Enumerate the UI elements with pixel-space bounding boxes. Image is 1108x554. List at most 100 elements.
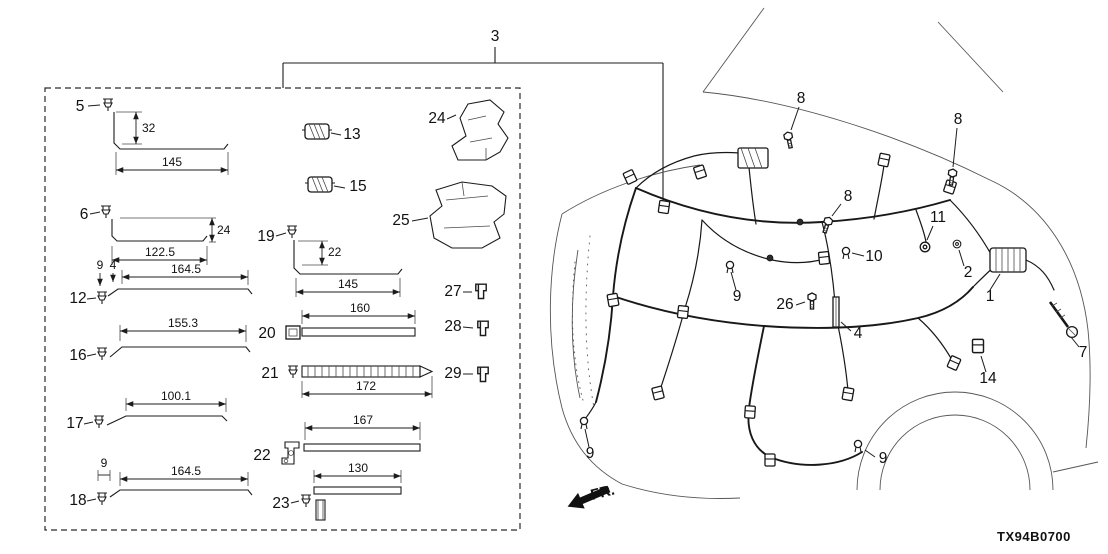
clip-fastener-icon [100, 205, 112, 219]
callout-2: 2 [958, 249, 972, 281]
part-6-dim-vertical: 24 [217, 223, 231, 237]
callout-11: 11 [926, 209, 946, 241]
part-16-strap [109, 346, 251, 358]
part-5-dim-vertical: 32 [142, 121, 156, 135]
part-16-group: 16 155.3 [69, 316, 251, 364]
callout-9c: 9 [864, 449, 887, 467]
clip-fastener-icon [96, 291, 108, 305]
part-12-dim-horizontal: 164.5 [171, 262, 201, 276]
callout-label: 9 [733, 288, 742, 305]
part-23-sleeve [313, 486, 402, 495]
part-16-dim-horizontal: 155.3 [168, 316, 198, 330]
callout-label: 4 [854, 325, 863, 342]
callout-26: 26 [776, 296, 806, 313]
part-22-group: 22 167 [253, 413, 421, 465]
harness-cover-icon [451, 99, 509, 161]
connector [971, 338, 985, 354]
clip-fastener-icon [300, 494, 312, 508]
mini-clip-icon [477, 366, 489, 383]
part-12-dim-offset-b: 4 [110, 258, 117, 272]
connector [606, 292, 620, 308]
inset-dashed-border [44, 87, 521, 531]
part-5-dim-horizontal: 145 [162, 155, 182, 169]
part-5-group: 5 32 145 [76, 98, 229, 175]
part-18-label: 18 [69, 492, 86, 509]
part-6-group: 6 24 122.5 [80, 205, 231, 265]
connector [817, 250, 831, 266]
fr-arrow-icon [567, 485, 611, 509]
part-17-dim-horizontal: 100.1 [161, 389, 191, 403]
diagram-code: TX94B0700 [997, 529, 1071, 544]
harness-clamp-icon [853, 439, 863, 453]
part-12-strap [107, 288, 253, 297]
part-15-group: 15 [304, 176, 367, 195]
part-12-dim-offset-a: 9 [97, 258, 104, 272]
part-19-label: 19 [257, 228, 274, 245]
callout-label: 8 [797, 90, 806, 107]
callout-1: 1 [986, 273, 1001, 305]
connector [877, 152, 891, 168]
clip-fastener-icon [96, 347, 108, 361]
inset-panel: 5 32 145 6 24 122.5 [44, 87, 521, 531]
connector [676, 304, 690, 320]
callout-label: 26 [776, 296, 793, 313]
callout-3-leader [282, 47, 664, 203]
connector-clip-icon [304, 176, 336, 193]
car-outline [549, 7, 1099, 499]
part-17-group: 17 100.1 [66, 389, 228, 432]
connector [692, 164, 708, 180]
part-18-dim-horizontal: 164.5 [171, 464, 201, 478]
part-17-label: 17 [66, 415, 83, 432]
part-23-dim-horizontal: 130 [348, 461, 368, 475]
callout-label: 8 [844, 188, 853, 205]
mini-clip-icon [475, 283, 487, 300]
part-28-group: 28 [444, 318, 489, 337]
mini-clip-icon [477, 320, 489, 337]
part-24-group: 24 [428, 99, 509, 161]
connector-clip-icon [301, 123, 333, 140]
part-28-label: 28 [444, 318, 461, 335]
main-callout-3: 3 [282, 28, 664, 203]
part-23-label: 23 [272, 495, 289, 512]
clip-fastener-icon [287, 365, 299, 379]
part-6-dim-horizontal: 122.5 [145, 245, 175, 259]
callout-label: 1 [986, 288, 995, 305]
part-5-label: 5 [76, 98, 85, 115]
callout-8c: 8 [831, 188, 853, 217]
part-20-label: 20 [258, 325, 276, 342]
part-12-group: 12 9 4 164.5 [69, 258, 253, 307]
part-19-group: 19 22 145 [257, 225, 403, 297]
part-16-label: 16 [69, 347, 86, 364]
part-18-dim-offset-a: 9 [101, 456, 108, 470]
part-23-group: 23 130 [272, 461, 402, 521]
callout-9a: 9 [730, 271, 742, 305]
connector [657, 199, 671, 215]
ring-terminal-icon [952, 239, 962, 249]
part-15-label: 15 [349, 178, 366, 195]
part-21-group: 21 172 [261, 365, 434, 398]
connector-icon [285, 325, 301, 340]
callout-label: 11 [930, 209, 946, 226]
part-5-strap [113, 112, 229, 150]
connector [841, 386, 855, 402]
part-22-dim-horizontal: 167 [353, 413, 373, 427]
part-22-label: 22 [253, 447, 270, 464]
part-23-pin [315, 499, 326, 521]
part-20-dim-horizontal: 160 [350, 301, 370, 315]
part-19-dim-horizontal: 145 [338, 277, 358, 291]
part-24-label: 24 [428, 110, 446, 127]
fr-label: FR. [589, 482, 617, 504]
front-bumper [549, 213, 623, 485]
part-18-group: 18 9 164.5 [69, 456, 253, 509]
part-19-strap [293, 240, 403, 275]
part-6-strap [111, 219, 208, 242]
callout-label: 7 [1079, 344, 1088, 361]
callout-label: 10 [865, 248, 883, 265]
clip-fastener-icon [93, 415, 105, 429]
clip-fastener-icon [286, 225, 298, 239]
bracket-icon [281, 441, 300, 465]
callout-label: 8 [954, 111, 963, 128]
callout-4: 4 [840, 321, 863, 342]
callout-10: 10 [851, 248, 883, 265]
